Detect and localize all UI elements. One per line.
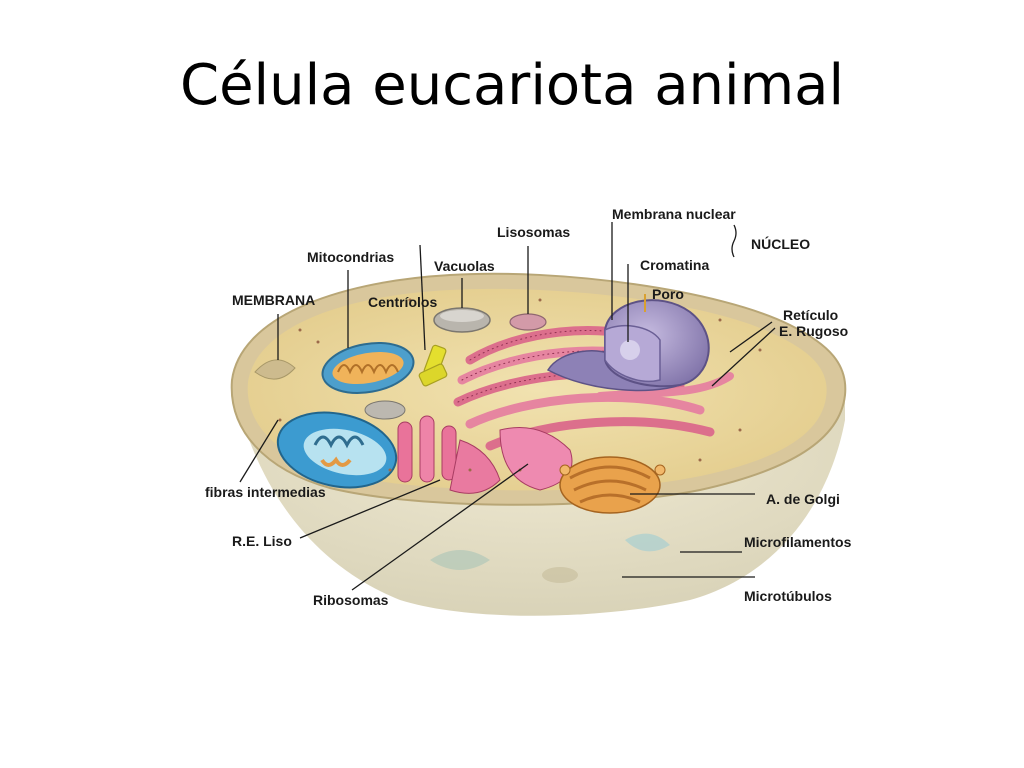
label-e-rugoso: E. Rugoso <box>779 323 848 339</box>
leader-reticulo-1 <box>729 321 773 353</box>
label-membrana: MEMBRANA <box>232 292 315 308</box>
label-golgi: A. de Golgi <box>766 491 840 507</box>
leader-reticulo-2 <box>711 327 776 387</box>
smooth-endoplasmic-reticulum <box>397 415 573 494</box>
label-nucleo: NÚCLEO <box>751 235 810 252</box>
label-cromatina: Cromatina <box>640 257 709 273</box>
nucleus <box>546 299 710 392</box>
lower-vesicle <box>625 533 670 552</box>
vacuole-inner <box>440 310 484 322</box>
leader-centriolos <box>419 244 426 351</box>
golgi-apparatus <box>559 456 666 514</box>
label-re-liso: R.E. Liso <box>232 533 292 549</box>
chromatin <box>620 340 640 360</box>
label-fibras-intermedias: fibras intermedias <box>205 484 326 500</box>
lower-vesicle <box>430 550 490 570</box>
ribosomes <box>278 298 762 472</box>
mitochondrion-top <box>321 342 415 394</box>
slide-title: Célula eucariota animal <box>179 53 845 118</box>
leader-fibras <box>239 419 279 483</box>
label-microtubulos: Microtúbulos <box>744 588 832 604</box>
lysosome <box>509 313 547 331</box>
label-reticulo: Retículo <box>783 307 838 323</box>
membrane-fold <box>254 359 296 380</box>
label-poro: Poro <box>652 286 684 302</box>
label-microfilamentos: Microfilamentos <box>744 534 852 550</box>
label-mitocondrias: Mitocondrias <box>307 249 394 265</box>
label-vacuolas: Vacuolas <box>434 258 495 274</box>
label-lisosomas: Lisosomas <box>497 224 570 240</box>
centrioles <box>418 344 448 387</box>
mitochondrion-large <box>276 411 398 489</box>
bracket-nucleo <box>731 224 737 258</box>
label-centriolos: Centríolos <box>368 294 437 310</box>
leader-ribosomas <box>351 463 529 591</box>
label-ribosomas: Ribosomas <box>313 592 389 608</box>
label-membrana-nuclear: Membrana nuclear <box>612 206 736 222</box>
leader-re-liso <box>299 479 441 539</box>
lower-organelle <box>542 567 578 583</box>
vacuole <box>364 400 406 420</box>
